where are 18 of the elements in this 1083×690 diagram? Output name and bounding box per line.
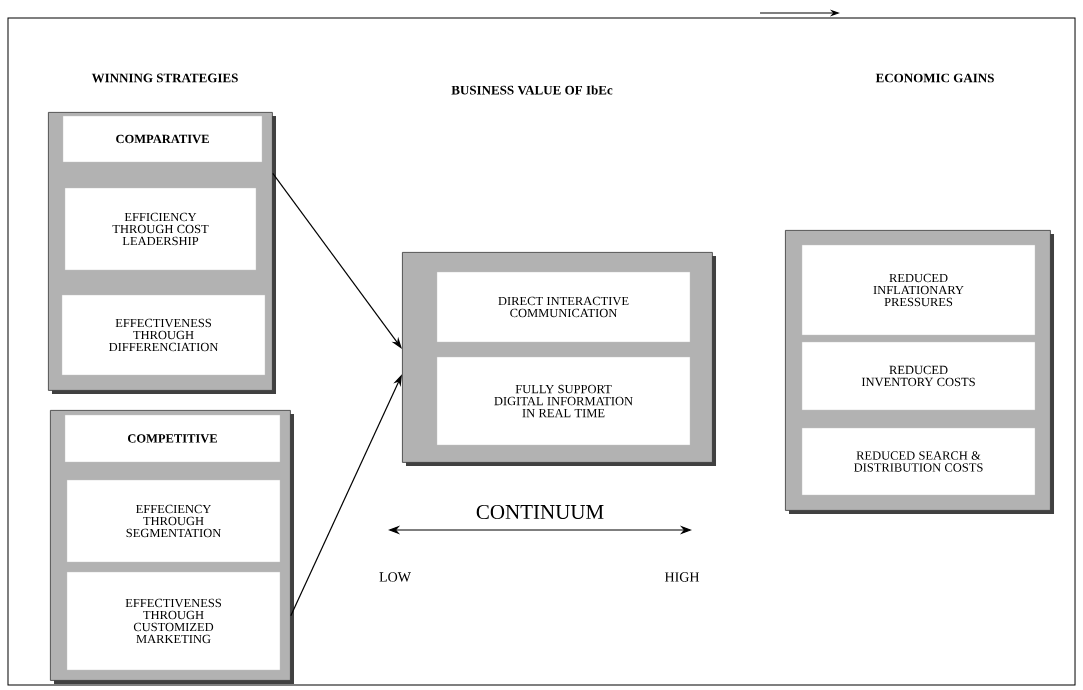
text-box: DIRECT INTERACTIVE COMMUNICATION <box>436 271 691 343</box>
text-box: FULLY SUPPORT DIGITAL INFORMATION IN REAL TIME <box>436 356 691 446</box>
heading: BUSINESS VALUE OF IbEc <box>451 85 613 95</box>
text-box: REDUCED INVENTORY COSTS <box>801 341 1036 411</box>
heading: ECONOMIC GAINS <box>875 73 994 83</box>
heading: WINNING STRATEGIES <box>91 73 238 83</box>
text-box: EFFICIENCY THROUGH COST LEADERSHIP <box>64 187 257 271</box>
text-box: EFFECTIVENESS THROUGH CUSTOMIZED MARKETING <box>66 571 281 671</box>
text-box: COMPETITIVE <box>64 414 281 463</box>
text-box: COMPARATIVE <box>62 115 263 163</box>
text-box: REDUCED INFLATIONARY PRESSURES <box>801 244 1036 336</box>
arrow <box>272 172 402 349</box>
heading: LOW <box>379 572 411 582</box>
text-box: EFFECIENCY THROUGH SEGMENTATION <box>66 479 281 563</box>
text-box: REDUCED SEARCH & DISTRIBUTION COSTS <box>801 427 1036 496</box>
text-box: EFFECTIVENESS THROUGH DIFFERENCIATION <box>61 294 266 376</box>
heading: CONTINUUM <box>476 504 604 520</box>
heading: HIGH <box>664 572 700 582</box>
